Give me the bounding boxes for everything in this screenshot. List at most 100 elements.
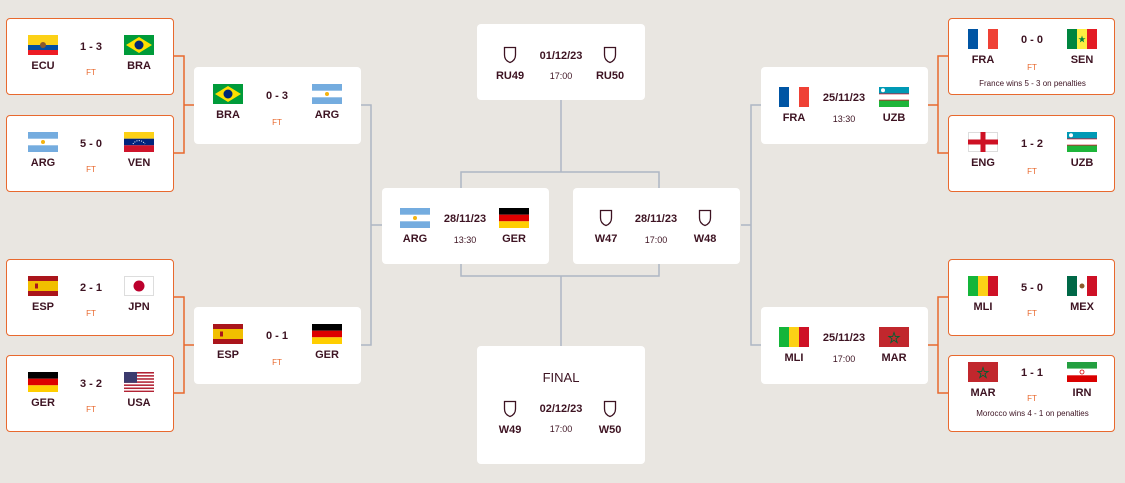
flag-argentina-icon	[28, 132, 58, 152]
team-away: W50	[582, 399, 638, 436]
flag-mali-icon	[968, 276, 998, 296]
shield-icon	[503, 400, 517, 418]
team-code: GER	[31, 397, 55, 409]
team-code: SEN	[1070, 54, 1094, 66]
team-code: USA	[127, 397, 151, 409]
match-card-mli-mar[interactable]: MLI 25/11/23 17:00 MAR	[761, 307, 928, 384]
match-card-arg-ven[interactable]: ARG 5 - 0 FT VEN	[6, 115, 174, 192]
team-code: W49	[498, 424, 522, 436]
third-place-match[interactable]: RU49 01/12/23 17:00 RU50	[477, 24, 645, 100]
match-score: 1 - 1	[1020, 367, 1043, 379]
match-score: 2 - 1	[79, 282, 102, 294]
flag-germany-icon	[28, 372, 58, 392]
match-date: 25/11/23	[822, 92, 866, 104]
team-home: ESP	[15, 276, 71, 313]
team-away: MAR	[866, 327, 922, 364]
team-code: BRA	[216, 109, 240, 121]
match-card-fra-uzb[interactable]: FRA 25/11/23 13:30 UZB	[761, 67, 928, 144]
penalty-note: France wins 5 - 3 on penalties	[979, 79, 1086, 88]
shield-icon	[503, 46, 517, 64]
match-score: 0 - 3	[265, 90, 288, 102]
match-score: 1 - 2	[1020, 138, 1043, 150]
final-match[interactable]: FINAL W49 02/12/23 17:00 W50	[477, 346, 645, 464]
final-title: FINAL	[542, 370, 580, 385]
team-home: MLI	[766, 327, 822, 364]
flag-argentina-icon	[312, 84, 342, 104]
flag-argentina-icon	[400, 208, 430, 228]
team-home: MLI	[955, 276, 1011, 313]
team-home: W49	[482, 399, 538, 436]
team-code: ESP	[31, 301, 54, 313]
team-code: ESP	[216, 349, 239, 361]
flag-spain-icon	[28, 276, 58, 296]
flag-france-icon	[779, 87, 809, 107]
team-away: BRA	[111, 35, 167, 72]
team-away: SEN	[1054, 29, 1110, 66]
team-home: ESP	[200, 324, 256, 361]
match-time: 17:00	[644, 235, 668, 245]
team-home: MAR	[955, 362, 1011, 399]
team-away: ARG	[299, 84, 355, 121]
match-card-ger-usa[interactable]: GER 3 - 2 FT USA	[6, 355, 174, 432]
team-code: IRN	[1072, 387, 1092, 399]
match-score: 0 - 1	[265, 330, 288, 342]
team-code: GER	[502, 233, 526, 245]
team-home: W47	[578, 208, 634, 245]
flag-usa-icon	[124, 372, 154, 392]
match-status: FT	[1027, 394, 1037, 403]
team-code: ARG	[314, 109, 340, 121]
match-card-fra-sen[interactable]: FRA 0 - 0 FT SEN France wins 5 - 3 on pe…	[948, 18, 1115, 95]
flag-spain-icon	[213, 324, 243, 344]
match-status: FT	[272, 358, 282, 367]
match-card-esp-ger[interactable]: ESP 0 - 1 FT GER	[194, 307, 361, 384]
flag-brazil-icon	[124, 35, 154, 55]
flag-morocco-icon	[879, 327, 909, 347]
match-time: 17:00	[832, 354, 856, 364]
shield-icon	[698, 209, 712, 227]
match-card-mli-mex[interactable]: MLI 5 - 0 FT MEX	[948, 259, 1115, 336]
team-code: ECU	[31, 60, 55, 72]
team-code: UZB	[1070, 157, 1094, 169]
flag-france-icon	[968, 29, 998, 49]
semi-final-arg-ger[interactable]: ARG 28/11/23 13:30 GER	[382, 188, 549, 264]
team-code: MLI	[973, 301, 993, 313]
team-away: MEX	[1054, 276, 1110, 313]
team-code: FRA	[971, 54, 995, 66]
flag-iran-icon	[1067, 362, 1097, 382]
team-away: VEN	[111, 132, 167, 169]
match-card-ecu-bra[interactable]: ECU 1 - 3 FT BRA	[6, 18, 174, 95]
match-time: 13:30	[832, 114, 856, 124]
match-status: FT	[86, 309, 96, 318]
team-away: UZB	[1054, 132, 1110, 169]
flag-england-icon	[968, 132, 998, 152]
team-code: W47	[594, 233, 618, 245]
match-time: 13:30	[453, 235, 477, 245]
team-code: MAR	[970, 387, 996, 399]
match-card-eng-uzb[interactable]: ENG 1 - 2 FT UZB	[948, 115, 1115, 192]
match-card-mar-irn[interactable]: MAR 1 - 1 FT IRN Morocco wins 4 - 1 on p…	[948, 355, 1115, 432]
match-date: 28/11/23	[634, 213, 678, 225]
team-away: JPN	[111, 276, 167, 313]
semi-final-w47-w48[interactable]: W47 28/11/23 17:00 W48	[573, 188, 740, 264]
team-code: MEX	[1070, 301, 1094, 313]
match-card-bra-arg[interactable]: BRA 0 - 3 FT ARG	[194, 67, 361, 144]
match-score: 5 - 0	[1020, 282, 1043, 294]
match-status: FT	[86, 68, 96, 77]
flag-germany-icon	[499, 208, 529, 228]
match-date: 25/11/23	[822, 332, 866, 344]
team-home: ARG	[387, 208, 443, 245]
team-code: MAR	[881, 352, 907, 364]
shield-icon	[603, 46, 617, 64]
match-date: 01/12/23	[539, 50, 583, 62]
match-card-esp-jpn[interactable]: ESP 2 - 1 FT JPN	[6, 259, 174, 336]
team-code: W50	[598, 424, 622, 436]
team-home: FRA	[955, 29, 1011, 66]
flag-uzbekistan-icon	[1067, 132, 1097, 152]
match-score: 1 - 3	[79, 41, 102, 53]
match-status: FT	[272, 118, 282, 127]
team-away: UZB	[866, 87, 922, 124]
flag-morocco-icon	[968, 362, 998, 382]
flag-uzbekistan-icon	[879, 87, 909, 107]
team-away: IRN	[1054, 362, 1110, 399]
